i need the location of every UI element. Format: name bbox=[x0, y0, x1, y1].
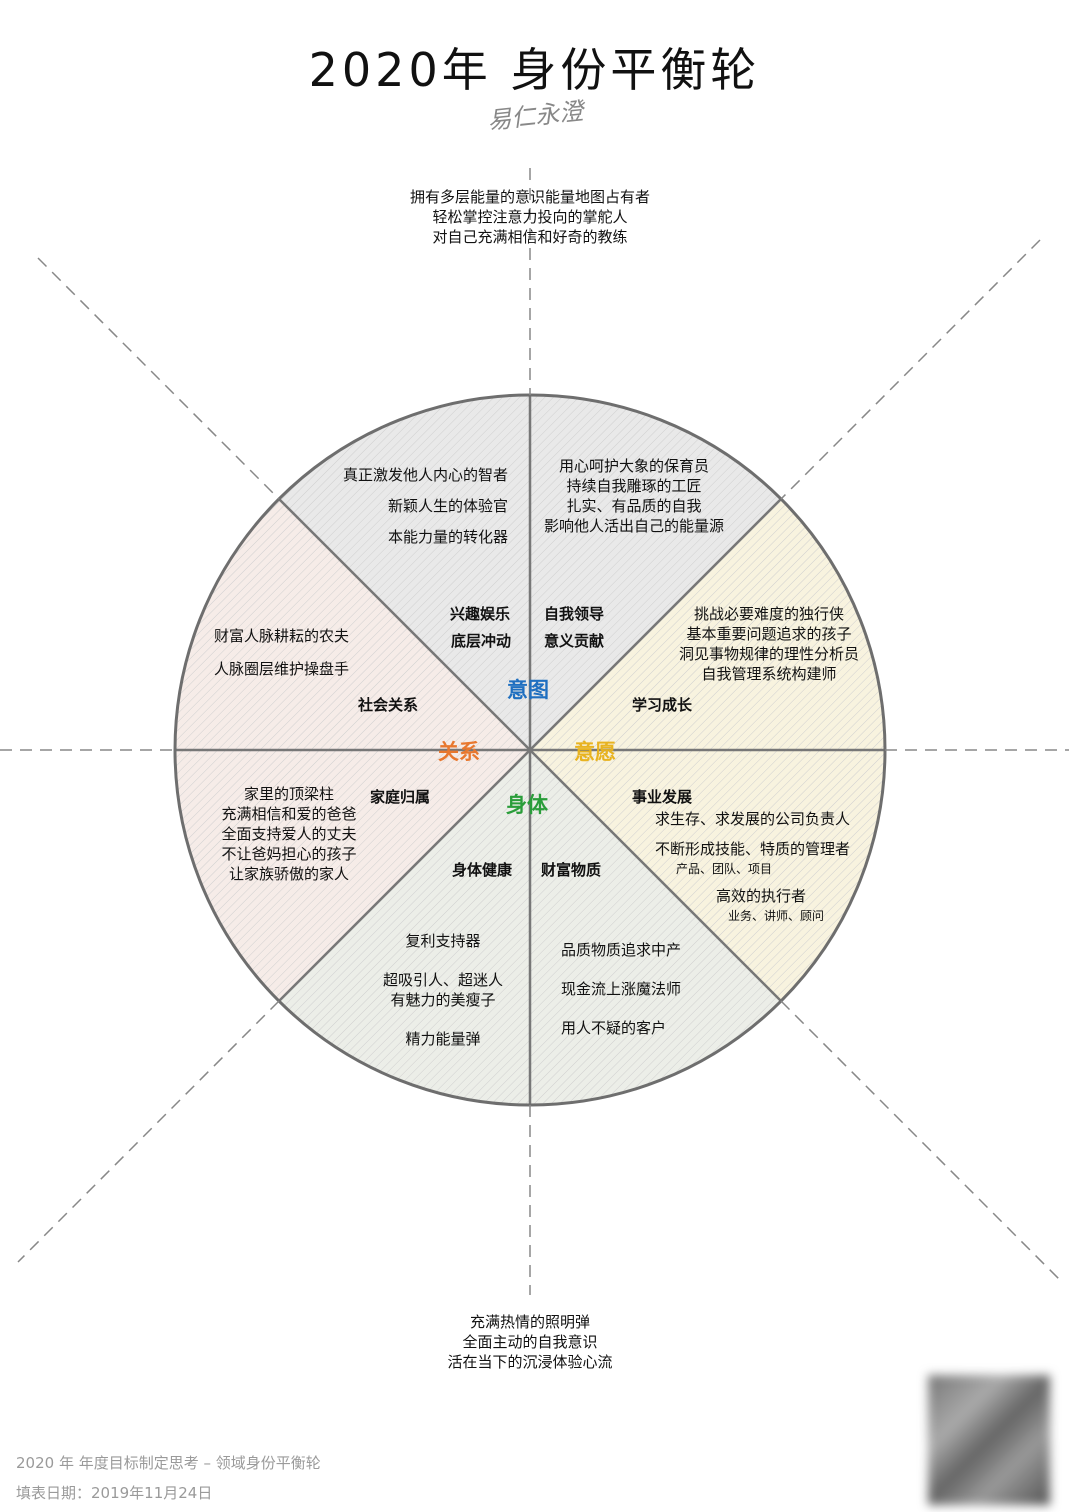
sector-wealth-items: 品质物质追求中产 现金流上涨魔法师 用人不疑的客户 bbox=[561, 931, 681, 1048]
health-item: 超吸引人、超迷人 bbox=[382, 971, 503, 989]
page-title: 2020年 身份平衡轮 bbox=[308, 43, 761, 97]
identity-item: 自我管理系统构建师 bbox=[701, 665, 837, 683]
identity-item: 影响他人活出自己的能量源 bbox=[543, 517, 724, 535]
identity-item: 用人不疑的客户 bbox=[561, 1019, 667, 1037]
footer-caption: 2020 年 年度目标制定思考 – 领域身份平衡轮 bbox=[16, 1454, 321, 1472]
bottom-identities: 充满热情的照明弹 全面主动的自我意识 活在当下的沉浸体验心流 bbox=[330, 1312, 730, 1372]
sector-interest-title2: 底层冲动 bbox=[451, 632, 512, 650]
sector-family-items: 家里的顶梁柱 充满相信和爱的爸爸 全面支持爱人的丈夫 不让爸妈担心的孩子 让家族… bbox=[204, 784, 374, 884]
identity-item: 品质物质追求中产 bbox=[561, 941, 682, 959]
hub-relation: 关系 bbox=[438, 740, 480, 764]
identity-item: 真正激发他人内心的智者 bbox=[342, 466, 508, 484]
career-item: 高效的执行者 bbox=[716, 887, 807, 905]
identity-item: 新颖人生的体验官 bbox=[387, 497, 508, 515]
identity-item: 财富人脉耕耘的农夫 bbox=[214, 627, 350, 645]
identity-item: 挑战必要难度的独行侠 bbox=[693, 605, 844, 623]
identity-line: 充满热情的照明弹 bbox=[469, 1313, 590, 1331]
identity-item: 用心呵护大象的保育员 bbox=[558, 457, 709, 475]
hub-will: 意愿 bbox=[574, 740, 616, 764]
identity-item: 基本重要问题追求的孩子 bbox=[686, 625, 852, 643]
footer-date: 填表日期：2019年11月24日 bbox=[16, 1484, 213, 1502]
dash-bottomright bbox=[780, 1000, 1061, 1281]
career-item: 不断形成技能、特质的管理者 bbox=[655, 840, 851, 858]
qr-code-image bbox=[928, 1375, 1050, 1505]
sector-interest-title1: 兴趣娱乐 bbox=[450, 605, 511, 623]
sector-family-title: 家庭归属 bbox=[370, 788, 431, 806]
sector-learning-title: 学习成长 bbox=[632, 696, 693, 714]
health-item: 有魅力的美瘦子 bbox=[390, 991, 496, 1009]
identity-item: 全面支持爱人的丈夫 bbox=[221, 825, 357, 843]
health-item: 复利支持器 bbox=[405, 932, 481, 950]
identity-item: 让家族骄傲的家人 bbox=[228, 865, 349, 883]
sector-health-title: 身体健康 bbox=[452, 861, 513, 879]
hub-body: 身体 bbox=[506, 793, 548, 817]
identity-line: 全面主动的自我意识 bbox=[462, 1333, 598, 1351]
identity-line: 活在当下的沉浸体验心流 bbox=[447, 1353, 613, 1371]
identity-line: 拥有多层能量的意识能量地图占有者 bbox=[409, 188, 650, 206]
axis-diag2-solid bbox=[278, 498, 782, 1002]
identity-line: 对自己充满相信和好奇的教练 bbox=[432, 228, 628, 246]
sector-social-items: 财富人脉耕耘的农夫 人脉圈层维护操盘手 bbox=[214, 620, 349, 686]
career-item: 求生存、求发展的公司负责人 bbox=[655, 810, 851, 828]
identity-item: 持续自我雕琢的工匠 bbox=[566, 477, 702, 495]
sector-learning-items: 挑战必要难度的独行侠 基本重要问题追求的孩子 洞见事物规律的理性分析员 自我管理… bbox=[664, 604, 874, 684]
career-item-note: 产品、团队、项目 bbox=[676, 862, 773, 876]
dash-bottomleft bbox=[17, 1000, 280, 1263]
identity-item: 洞见事物规律的理性分析员 bbox=[678, 645, 859, 663]
dash-topright bbox=[780, 239, 1041, 500]
top-identities: 拥有多层能量的意识能量地图占有者 轻松掌控注意力投向的掌舵人 对自己充满相信和好… bbox=[330, 187, 730, 247]
sector-leadership-title1: 自我领导 bbox=[544, 605, 605, 623]
identity-item: 本能力量的转化器 bbox=[387, 528, 508, 546]
identity-line: 轻松掌控注意力投向的掌舵人 bbox=[432, 208, 628, 226]
sector-leadership-items: 用心呵护大象的保育员 持续自我雕琢的工匠 扎实、有品质的自我 影响他人活出自己的… bbox=[534, 456, 734, 536]
dash-topleft bbox=[37, 257, 280, 500]
identity-item: 家里的顶梁柱 bbox=[243, 785, 334, 803]
identity-item: 充满相信和爱的爸爸 bbox=[221, 805, 357, 823]
sector-interest-items: 真正激发他人内心的智者 新颖人生的体验官 本能力量的转化器 bbox=[343, 460, 508, 553]
sector-social-title: 社会关系 bbox=[358, 696, 419, 714]
hub-intent: 意图 bbox=[507, 678, 549, 702]
identity-item: 人脉圈层维护操盘手 bbox=[214, 660, 350, 678]
identity-item: 现金流上涨魔法师 bbox=[561, 980, 682, 998]
sector-wealth-title: 财富物质 bbox=[541, 861, 602, 879]
career-item-note: 业务、讲师、顾问 bbox=[728, 909, 825, 923]
sector-leadership-title2: 意义贡献 bbox=[544, 632, 605, 650]
identity-item: 扎实、有品质的自我 bbox=[566, 497, 702, 515]
health-item: 精力能量弹 bbox=[405, 1030, 481, 1048]
sector-career-title: 事业发展 bbox=[632, 788, 693, 806]
identity-item: 不让爸妈担心的孩子 bbox=[221, 845, 357, 863]
